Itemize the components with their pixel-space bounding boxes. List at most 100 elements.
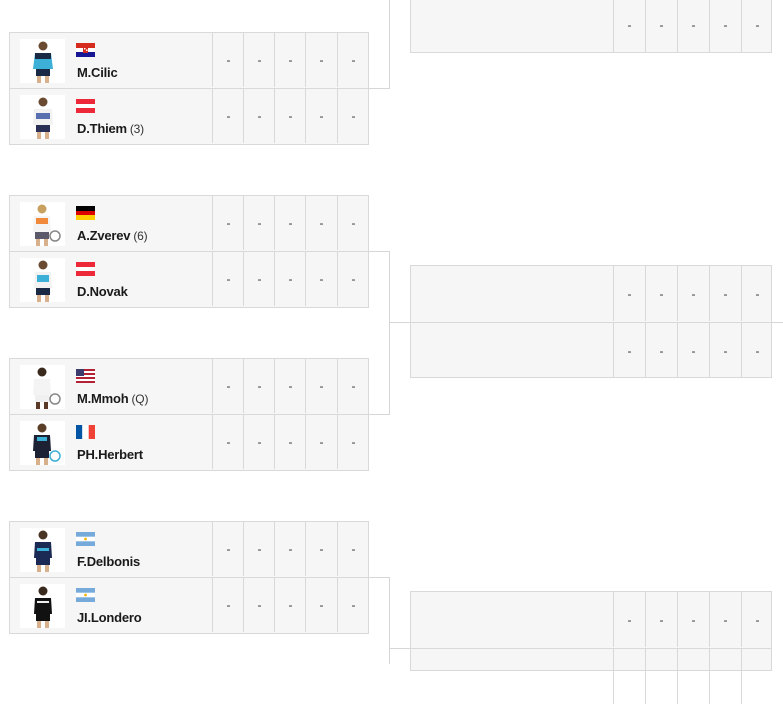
player-name[interactable]: A.Zverev(6) <box>77 228 148 243</box>
bracket-connector <box>389 0 390 88</box>
set-score: - <box>305 578 337 632</box>
player-avatar <box>20 95 65 139</box>
set-score: - <box>243 196 275 250</box>
set-score: - <box>645 592 677 647</box>
bracket-connector <box>389 251 390 414</box>
bracket-connector <box>369 577 390 578</box>
set-score: - <box>337 89 369 143</box>
round1-match-3[interactable]: M.Mmoh(Q) - - - - - <box>9 358 369 471</box>
player-avatar <box>20 421 65 465</box>
set-score: - <box>243 359 275 413</box>
set-score: - <box>677 323 709 378</box>
set-score: - <box>709 323 741 378</box>
player-avatar <box>20 365 65 409</box>
player-name[interactable]: D.Novak <box>77 284 128 299</box>
set-score: - <box>613 592 645 647</box>
player-name[interactable]: JI.Londero <box>77 610 142 625</box>
argentina-flag-icon <box>76 532 95 546</box>
bracket-connector <box>389 577 390 664</box>
set-score: - <box>274 196 306 250</box>
set-score: - <box>212 522 244 576</box>
set-score: - <box>305 33 337 87</box>
player-seed: (3) <box>129 122 144 136</box>
set-score: - <box>741 266 773 321</box>
player-row-thiem[interactable]: D.Thiem(3) - - - - - <box>10 88 368 143</box>
set-score: - <box>337 522 369 576</box>
set-score: - <box>243 33 275 87</box>
player-row-zverev[interactable]: A.Zverev(6) - - - - - <box>10 196 368 250</box>
set-score: - <box>337 359 369 413</box>
set-score: - <box>274 252 306 306</box>
player-name[interactable]: M.Cilic <box>77 65 118 80</box>
set-score: - <box>741 592 773 647</box>
player-cell: JI.Londero <box>10 578 212 632</box>
set-score: - <box>709 266 741 321</box>
round2-match-top[interactable]: - - - - - <box>410 0 772 53</box>
player-row-mmoh[interactable]: M.Mmoh(Q) - - - - - <box>10 359 368 413</box>
set-score: - <box>709 592 741 647</box>
set-score: - <box>337 196 369 250</box>
set-score <box>613 649 645 704</box>
player-cell: D.Novak <box>10 252 212 306</box>
player-avatar <box>20 202 65 246</box>
player-row-delbonis[interactable]: F.Delbonis - - - - - <box>10 522 368 576</box>
set-score: - <box>212 252 244 306</box>
match-row <box>411 648 771 704</box>
set-score <box>709 649 741 704</box>
player-row-novak[interactable]: D.Novak - - - - - <box>10 251 368 306</box>
set-score: - <box>305 196 337 250</box>
set-score <box>741 649 773 704</box>
set-score: - <box>212 578 244 632</box>
round1-match-4[interactable]: F.Delbonis - - - - - <box>9 521 369 634</box>
player-row-cilic[interactable]: M.Cilic - - - - - <box>10 33 368 87</box>
round1-match-2[interactable]: A.Zverev(6) - - - - - <box>9 195 369 308</box>
set-score: - <box>274 33 306 87</box>
set-score: - <box>741 0 773 52</box>
set-score: - <box>243 89 275 143</box>
player-name[interactable]: M.Mmoh(Q) <box>77 391 149 406</box>
set-score: - <box>212 33 244 87</box>
match-row: - - - - - <box>411 266 771 321</box>
set-score: - <box>613 0 645 52</box>
bracket-connector <box>389 322 411 323</box>
set-score: - <box>613 323 645 378</box>
set-score: - <box>337 415 369 469</box>
set-score: - <box>243 415 275 469</box>
austria-flag-icon <box>76 99 95 113</box>
set-score: - <box>337 252 369 306</box>
set-score: - <box>305 252 337 306</box>
set-score: - <box>709 0 741 52</box>
round1-match-1[interactable]: M.Cilic - - - - - <box>9 32 369 145</box>
player-cell: M.Cilic <box>10 33 212 87</box>
argentina-flag-icon <box>76 588 95 602</box>
set-score: - <box>305 359 337 413</box>
set-score: - <box>274 89 306 143</box>
set-score: - <box>613 266 645 321</box>
match-row: - - - - - <box>411 322 771 378</box>
set-score: - <box>337 578 369 632</box>
round2-match-bottom[interactable]: - - - - - <box>410 591 773 704</box>
player-cell: F.Delbonis <box>10 522 212 576</box>
france-flag-icon <box>76 425 95 439</box>
set-score: - <box>274 578 306 632</box>
player-row-herbert[interactable]: PH.Herbert - - - - - <box>10 414 368 469</box>
round2-match-middle[interactable]: - - - - - - - - - - <box>410 265 772 378</box>
set-score <box>677 649 709 704</box>
usa-flag-icon <box>76 369 95 383</box>
player-cell: D.Thiem(3) <box>10 89 212 143</box>
set-score: - <box>645 266 677 321</box>
set-score: - <box>274 415 306 469</box>
player-name[interactable]: D.Thiem(3) <box>77 121 144 136</box>
player-cell: PH.Herbert <box>10 415 212 469</box>
set-score <box>645 649 677 704</box>
bracket-connector <box>771 322 783 323</box>
player-avatar <box>20 528 65 572</box>
set-score: - <box>212 359 244 413</box>
player-row-londero[interactable]: JI.Londero - - - - - <box>10 577 368 632</box>
set-score: - <box>274 359 306 413</box>
austria-flag-icon <box>76 262 95 276</box>
player-name[interactable]: PH.Herbert <box>77 447 143 462</box>
player-seed: (6) <box>133 229 148 243</box>
player-name[interactable]: F.Delbonis <box>77 554 141 569</box>
set-score: - <box>677 266 709 321</box>
